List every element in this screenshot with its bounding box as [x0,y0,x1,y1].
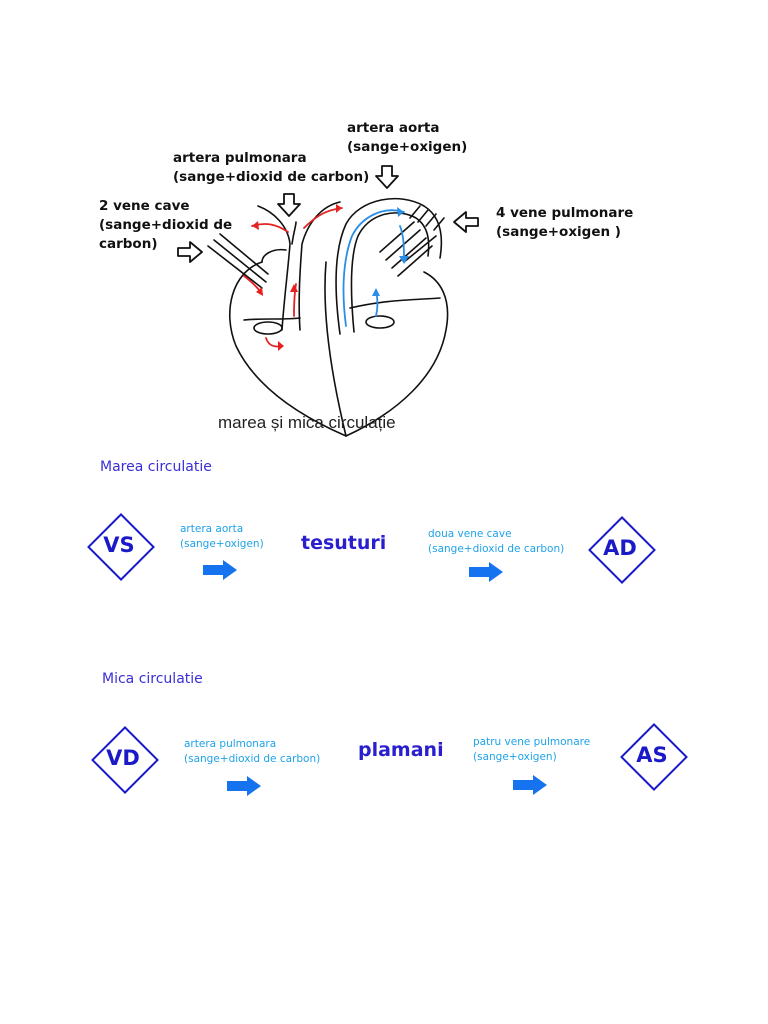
diagram-caption: marea și mica circulație [218,413,396,432]
mica-vessel-2-line-1: patru vene pulmonare [473,736,591,748]
red-arrowhead-3 [256,287,263,296]
vena-cava-line-1 [207,245,263,289]
label-vena-cava-line-3: carbon) [99,236,158,252]
label-pulmonary-veins: 4 vene pulmonare (sange+oxigen ) [496,204,633,242]
pulmonary-vein-1 [379,221,415,253]
pulmonary-trunk-right [298,201,341,331]
pulmonary-trunk-inner [291,221,297,245]
pointer-aorta-icon [375,165,399,189]
mica-title: Mica circulatie [102,671,203,687]
label-pulmonary-artery-line-2: (sange+dioxid de carbon) [173,169,370,185]
label-vena-cava: 2 vene cave (sange+dioxid de carbon) [99,197,232,254]
pointer-vena-cava-icon [177,241,203,263]
mica-vessel-1-line-2: (sange+dioxid de carbon) [184,753,321,765]
mica-vessel-1-line-1: artera pulmonara [184,738,277,750]
marea-vessel-2-line-2: (sange+dioxid de carbon) [428,543,565,555]
blue-arrowhead-3 [372,288,380,296]
pulmonary-vein-8 [425,213,437,227]
vena-cava-line-2 [213,239,267,283]
pointer-pulmonary-artery-icon [277,193,301,217]
mica-flow-arrow-1-icon [227,776,261,796]
label-pulmonary-veins-line-1: 4 vene pulmonare [496,205,634,221]
pulmonary-vein-4 [397,245,433,277]
marea-start-label: VS [103,533,135,557]
label-aorta: artera aorta (sange+oxigen) [347,119,467,157]
valve-line-right [349,297,441,309]
label-aorta-line-1: artera aorta [347,120,440,136]
pulmonary-vein-7 [417,209,429,223]
valve-line-left [243,317,301,321]
pulmonary-vein-3 [391,237,427,269]
label-vena-cava-line-2: (sange+dioxid de [99,217,233,233]
mica-end-label: AS [636,743,668,767]
label-pulmonary-veins-line-2: (sange+oxigen ) [496,224,621,240]
aorta-outer [335,197,443,335]
blue-flow-1 [342,209,405,327]
marea-flow-arrow-1-icon [203,560,237,580]
red-arrowhead-2 [336,204,342,213]
red-arrowhead-5 [278,341,284,351]
marea-vessel-1-line-2: (sange+oxigen) [180,538,264,550]
red-flow-4 [293,283,297,317]
pointer-pulmonary-veins-icon [453,211,479,233]
valve-ellipse-left [253,321,283,335]
label-vena-cava-line-1: 2 vene cave [99,198,190,214]
heart-diagram [177,165,479,437]
marea-organ: tesuturi [301,532,387,554]
pulmonary-vein-9 [433,217,445,231]
label-pulmonary-artery-line-1: artera pulmonara [173,150,307,166]
mica-organ: plamani [358,739,444,761]
marea-vessel-1: artera aorta (sange+oxigen) [180,522,264,552]
right-atrium [261,248,287,263]
blue-arrowhead-2 [399,256,409,264]
red-arrowhead-1 [252,221,259,230]
valve-ellipse-right [365,315,395,329]
aorta-inner [350,212,430,333]
mica-flow-arrow-2-icon [513,775,547,795]
marea-vessel-2: doua vene cave (sange+dioxid de carbon) [428,527,564,557]
blue-arrowhead-1 [397,207,404,217]
red-arrowhead-4 [290,284,298,292]
vena-cava-line-3 [219,233,269,275]
marea-flow-arrow-2-icon [469,562,503,582]
septum [324,261,347,437]
mica-vessel-1: artera pulmonara (sange+dioxid de carbon… [184,737,320,767]
label-pulmonary-artery: artera pulmonara (sange+dioxid de carbon… [173,149,369,187]
pulmonary-vein-5 [403,235,437,263]
marea-vessel-1-line-1: artera aorta [180,523,244,535]
marea-title: Marea circulatie [100,459,212,475]
label-aorta-line-2: (sange+oxigen) [347,139,468,155]
mica-vessel-2-line-2: (sange+oxigen) [473,751,557,763]
marea-vessel-2-line-1: doua vene cave [428,528,512,540]
pulmonary-trunk-left [257,205,291,331]
marea-end-label: AD [603,536,637,560]
mica-vessel-2: patru vene pulmonare (sange+oxigen) [473,735,590,765]
pulmonary-vein-6 [409,205,421,219]
mica-start-label: VD [106,746,140,770]
